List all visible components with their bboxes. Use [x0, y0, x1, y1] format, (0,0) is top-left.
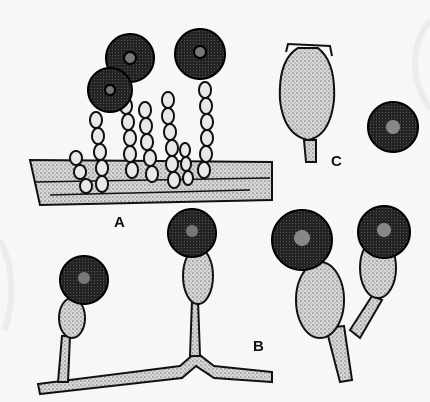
- stalk: [350, 296, 382, 338]
- stolon: [38, 352, 272, 394]
- panel-label-b: B: [253, 338, 264, 355]
- columella: [296, 262, 344, 338]
- panel-label-c: C: [331, 153, 342, 170]
- panel-b-drawing: [38, 209, 272, 394]
- columella: [280, 48, 334, 140]
- stalk: [304, 140, 316, 162]
- panel-a-drawing: [30, 29, 272, 205]
- sporangiophore: [58, 336, 70, 382]
- panel-label-a: A: [114, 214, 125, 231]
- sporangiophore: [190, 300, 200, 356]
- panel-c-drawing: [280, 44, 418, 162]
- paired-sporangia-drawing: [272, 206, 410, 382]
